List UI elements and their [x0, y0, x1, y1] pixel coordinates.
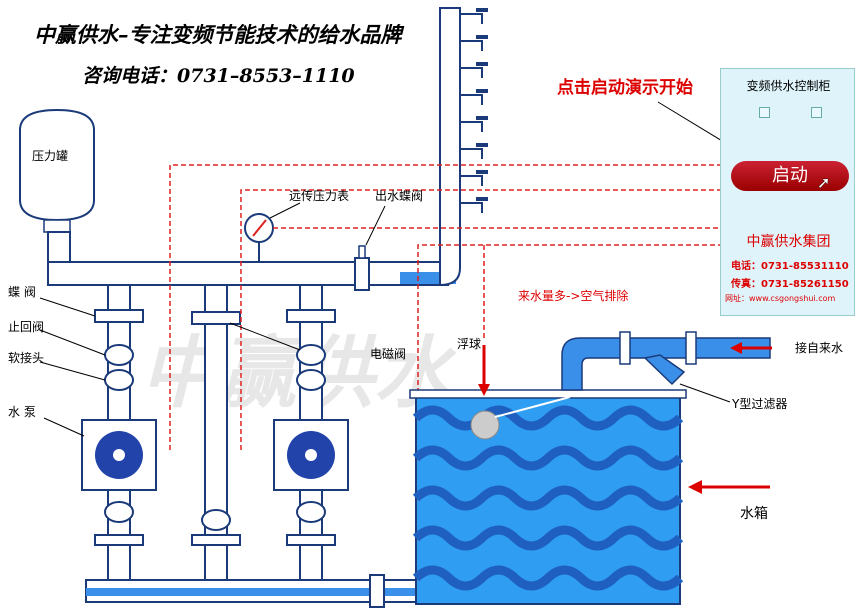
tap-icon [460, 202, 483, 213]
tap-icon [460, 121, 483, 132]
tap-icon [460, 94, 483, 105]
leader-lines [39, 101, 771, 437]
label-water-tank: 水箱 [740, 506, 768, 522]
tap-handle [476, 35, 488, 39]
header-pipe [47, 7, 461, 286]
tap-handle [476, 170, 488, 174]
label-y-filter: Y型过滤器 [731, 397, 787, 411]
slogan-title: 中赢供水–专注变频节能技术的给水品牌 [34, 22, 404, 47]
tap-icon [460, 67, 483, 78]
valves [94, 245, 385, 608]
water-tank [409, 389, 687, 605]
label-pump: 水 泵 [8, 405, 36, 419]
label-outlet-valve: 出水蝶阀 [375, 188, 423, 203]
water-wave [412, 405, 684, 431]
label-air-vent: 来水量多->空气排除 [518, 288, 628, 303]
indicator-light-1 [759, 107, 770, 118]
label-solenoid-valve: 电磁阀 [370, 346, 406, 361]
flow-arrows [478, 342, 772, 494]
indicator-light-2 [811, 107, 822, 118]
demo-prompt: 点击启动演示开始 [557, 77, 693, 98]
pump-1 [81, 419, 157, 491]
cursor-icon: ➚ [817, 173, 831, 192]
tap-icon [460, 40, 483, 51]
tap-icon [460, 148, 483, 159]
tap-handle [476, 62, 488, 66]
tap-handle [476, 143, 488, 147]
watermark-text: 中赢供水 [140, 328, 457, 419]
tap-handle [476, 8, 488, 12]
start-button[interactable]: 启动 [731, 161, 849, 191]
company-fax: 传真：0731-85261150 [731, 279, 849, 290]
control-cabinet-title: 变频供水控制柜 [746, 79, 831, 93]
tap-icon [460, 13, 483, 24]
water-wave [412, 485, 684, 511]
label-float-ball: 浮球 [457, 337, 481, 351]
signal-lines [169, 164, 728, 465]
tap-handle [476, 116, 488, 120]
company-tel: 电话：0731-85531110 [731, 261, 849, 272]
pump-2 [273, 419, 349, 491]
label-check-valve: 止回阀 [8, 320, 44, 334]
tap-handle [476, 197, 488, 201]
label-tap-water: 接自来水 [795, 340, 843, 355]
label-soft-joint: 软接头 [8, 350, 44, 365]
water-wave [412, 565, 684, 591]
pressure-tank: 压力罐 [19, 108, 95, 233]
pressure-gauge [244, 213, 274, 262]
water-wave [412, 445, 684, 471]
control-cabinet: 变频供水控制柜 启动 ➚ 中赢供水集团 电话：0731-85531110 传真：… [720, 68, 855, 316]
tap-icon [460, 175, 483, 186]
pressure-tank-label: 压力罐 [32, 149, 68, 163]
company-website: 网址：www.csgongshui.com [725, 294, 836, 303]
label-gauge: 远传压力表 [289, 188, 349, 203]
company-name: 中赢供水集团 [746, 234, 831, 250]
tap-handle [476, 89, 488, 93]
inlet-pipe [561, 331, 771, 391]
riser-taps [460, 8, 488, 213]
water-wave [412, 525, 684, 551]
hotline-text: 咨询电话：0731–8553–1110 [82, 65, 355, 87]
label-butterfly-valve: 蝶 阀 [8, 284, 36, 299]
